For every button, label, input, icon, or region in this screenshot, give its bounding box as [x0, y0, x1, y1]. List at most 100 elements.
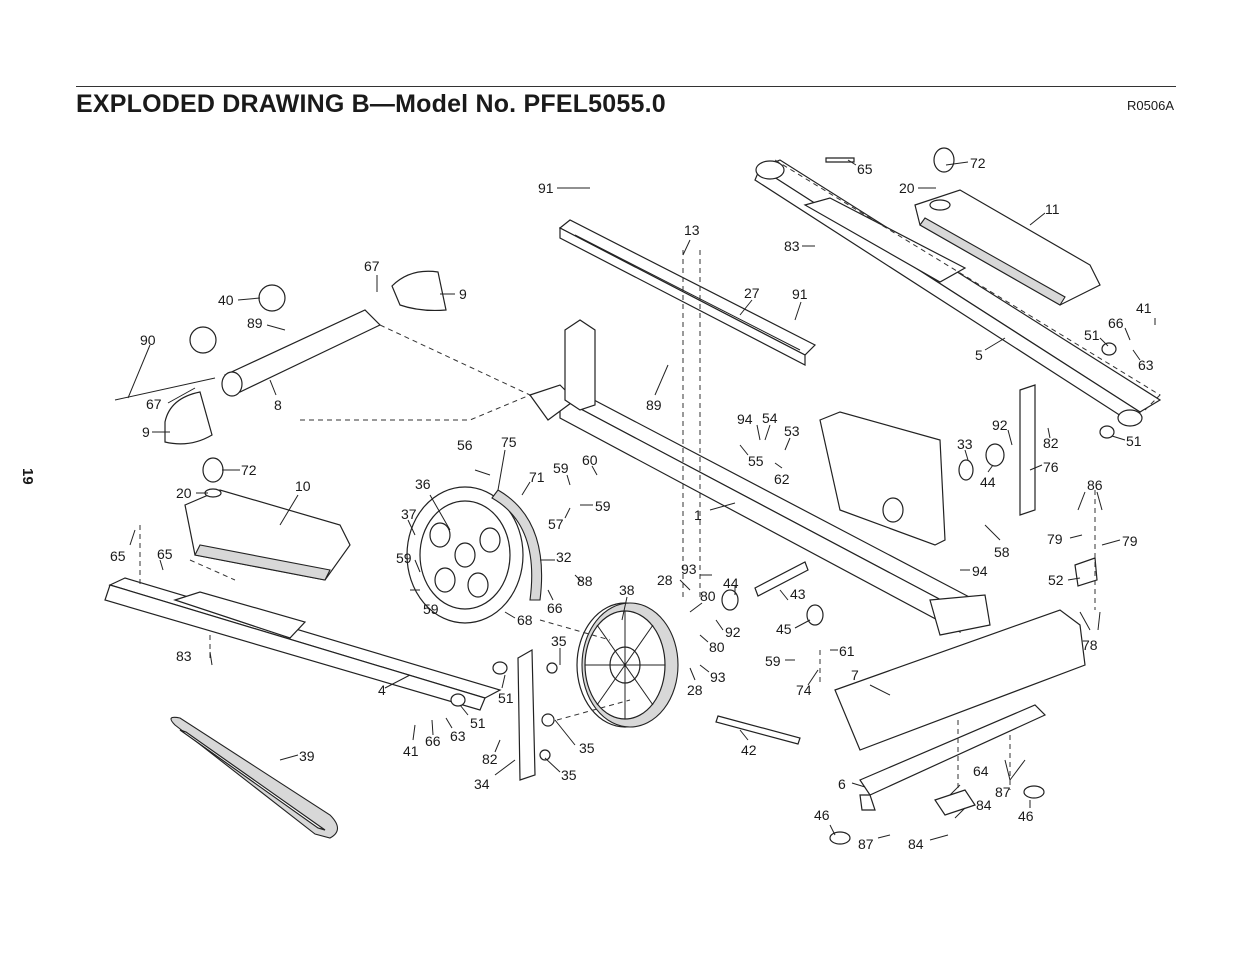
callout-label: 87: [995, 784, 1011, 800]
header-rule: [76, 86, 1176, 87]
handle-crossbar: [114, 270, 447, 445]
callout-label: 44: [980, 474, 996, 490]
callout-label: 33: [957, 436, 973, 452]
callout-label: 92: [992, 417, 1008, 433]
callout-label: 40: [218, 292, 234, 308]
callout-label: 1: [694, 507, 702, 523]
main-frame: [529, 319, 991, 636]
callout-label: 35: [579, 740, 595, 756]
callout-label: 36: [415, 476, 431, 492]
callout-label: 94: [737, 411, 753, 427]
callout-label: 37: [401, 506, 417, 522]
callout-label: 65: [857, 161, 873, 177]
callout-label: 41: [403, 743, 419, 759]
callout-label: 75: [501, 434, 517, 450]
right-upright: [819, 384, 1036, 546]
callout-label: 65: [157, 546, 173, 562]
callout-label: 84: [976, 797, 992, 813]
callout-label: 59: [553, 460, 569, 476]
callout-label: 86: [1087, 477, 1103, 493]
callout-label: 83: [176, 648, 192, 664]
callout-label: 67: [364, 258, 380, 274]
crank-arm: [517, 648, 558, 781]
callout-label: 59: [765, 653, 781, 669]
callout-label: 60: [582, 452, 598, 468]
callout-label: 91: [538, 180, 554, 196]
callout-label: 76: [1043, 459, 1059, 475]
callout-label: 84: [908, 836, 924, 852]
callout-label: 34: [474, 776, 490, 792]
callout-label: 20: [899, 180, 915, 196]
callout-label: 27: [744, 285, 760, 301]
callout-label: 51: [1084, 327, 1100, 343]
callout-label: 80: [709, 639, 725, 655]
callout-label: 11: [1045, 201, 1060, 217]
callout-label: 72: [970, 155, 986, 171]
callout-label: 61: [839, 643, 855, 659]
right-pedal-arm: [754, 147, 1162, 427]
callout-label: 63: [1138, 357, 1154, 373]
callout-label: 35: [561, 767, 577, 783]
callout-label: 9: [459, 286, 467, 302]
callout-label: 74: [796, 682, 812, 698]
assembly-lines: [139, 159, 1161, 790]
callout-label: 6: [838, 776, 846, 792]
callout-label: 82: [1043, 435, 1059, 451]
callout-label: 35: [551, 633, 567, 649]
callout-label: 66: [1108, 315, 1124, 331]
callout-label: 51: [498, 690, 514, 706]
page-title: EXPLODED DRAWING B—Model No. PFEL5055.0: [76, 90, 666, 118]
callout-label: 64: [973, 763, 989, 779]
callout-label: 88: [577, 573, 593, 589]
callout-label: 39: [299, 748, 315, 764]
callout-label: 7: [851, 667, 859, 683]
callout-label: 4: [378, 682, 386, 698]
callout-label: 83: [784, 238, 800, 254]
callout-label: 42: [741, 742, 757, 758]
callout-label: 59: [396, 550, 412, 566]
callout-label: 53: [784, 423, 800, 439]
callout-label: 68: [517, 612, 533, 628]
callout-label: 94: [972, 563, 988, 579]
callout-label: 89: [247, 315, 263, 331]
left-pedal-arm: [104, 457, 502, 711]
callout-label: 90: [140, 332, 156, 348]
callout-label: 8: [274, 397, 282, 413]
callout-label: 28: [687, 682, 703, 698]
callout-label: 93: [710, 669, 726, 685]
callout-label: 93: [681, 561, 697, 577]
callout-label: 52: [1048, 572, 1064, 588]
callout-label: 55: [748, 453, 764, 469]
callout-label: 89: [646, 397, 662, 413]
callout-label: 79: [1122, 533, 1138, 549]
callout-label: 66: [547, 600, 563, 616]
callout-label: 38: [619, 582, 635, 598]
callout-label: 57: [548, 516, 564, 532]
callout-label: 13: [684, 222, 700, 238]
callout-label: 87: [858, 836, 874, 852]
callout-label: 67: [146, 396, 162, 412]
pulley: [576, 602, 679, 728]
callout-label: 46: [1018, 808, 1034, 824]
callout-label: 59: [423, 601, 439, 617]
callout-label: 28: [657, 572, 673, 588]
callout-label: 43: [790, 586, 806, 602]
callout-label: 66: [425, 733, 441, 749]
callout-label: 44: [723, 575, 739, 591]
drawing-code: R0506A: [1127, 98, 1174, 113]
callout-label: 78: [1082, 637, 1098, 653]
callout-label: 20: [176, 485, 192, 501]
callout-label: 63: [450, 728, 466, 744]
drive-belt: [170, 716, 339, 839]
rear-stabilizer: [829, 609, 1086, 845]
callout-label: 59: [595, 498, 611, 514]
callout-label: 46: [814, 807, 830, 823]
flywheel: [406, 486, 543, 624]
callout-label: 82: [482, 751, 498, 767]
upper-rail: [558, 219, 817, 366]
callout-label: 79: [1047, 531, 1063, 547]
callout-label: 54: [762, 410, 778, 426]
callout-label: 92: [725, 624, 741, 640]
callout-label: 62: [774, 471, 790, 487]
